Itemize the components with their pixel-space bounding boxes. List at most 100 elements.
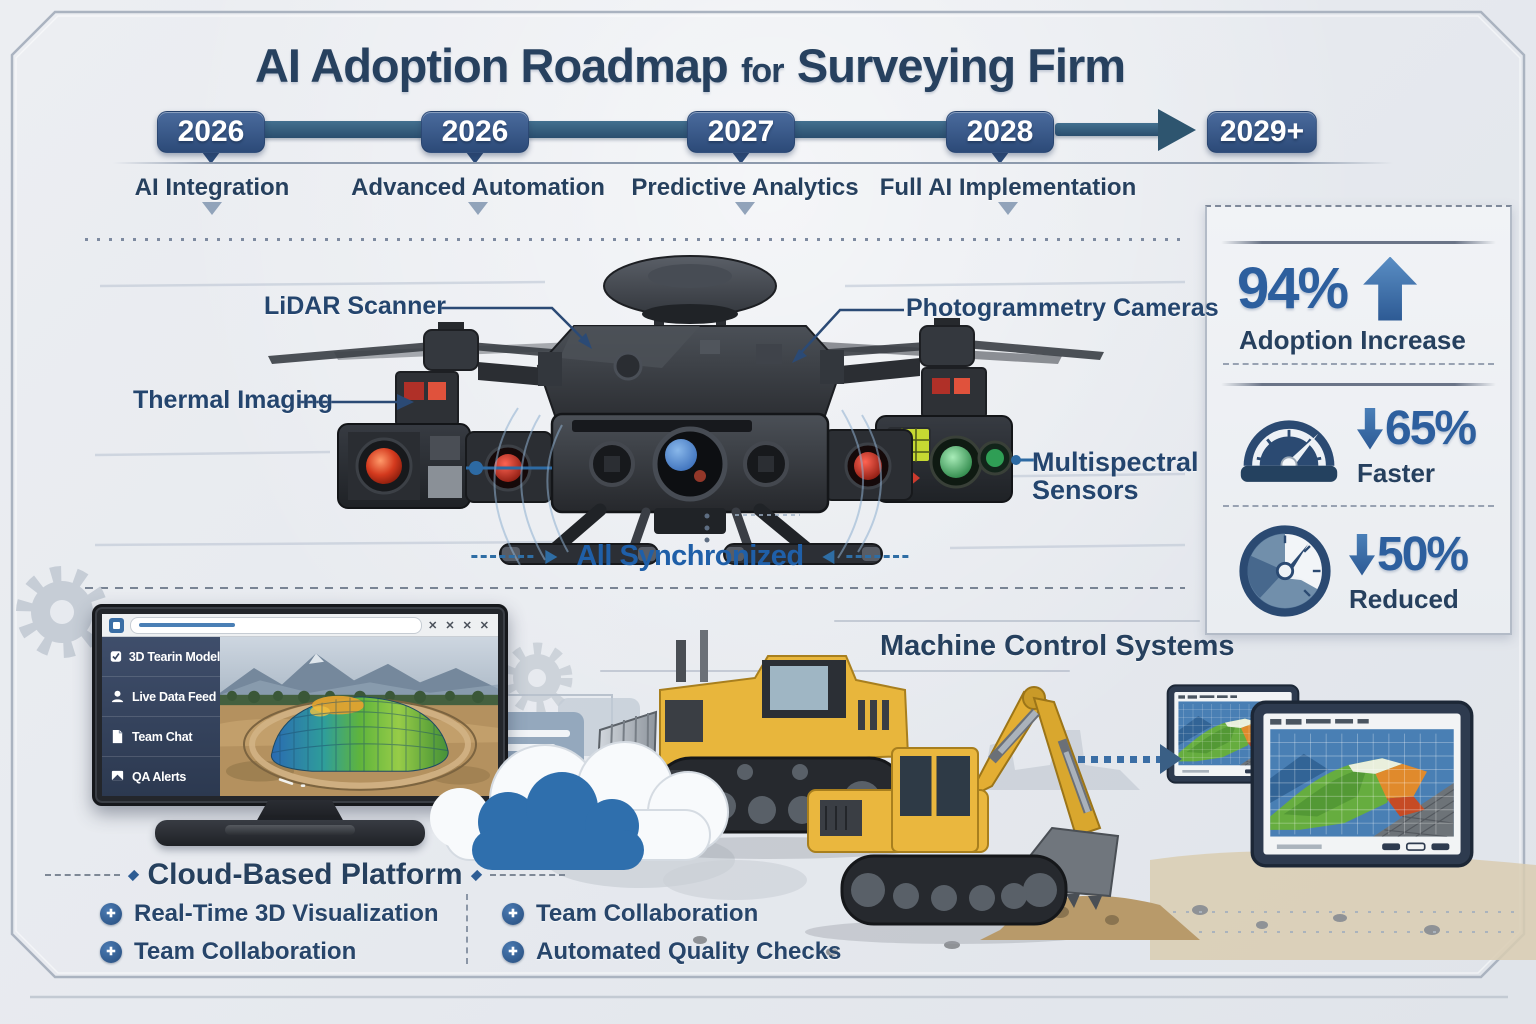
window-close-icon: ✕ — [479, 619, 489, 632]
cloud-platform-label: Cloud-Based Platform — [147, 858, 463, 891]
plus-bullet-icon — [502, 903, 524, 925]
desktop-monitor: ✕ ✕ ✕ ✕ 3D Tearin Model — [92, 604, 508, 806]
badge-pointer — [466, 152, 484, 173]
plus-bullet-icon — [100, 903, 122, 925]
terrain-3d-view — [220, 637, 498, 796]
sidebar-item-label: QA Alerts — [132, 769, 187, 784]
sidebar-item-terrain-model: 3D Tearin Model — [102, 637, 220, 677]
caption-dash-left — [45, 874, 121, 876]
feature-label: Team Collaboration — [536, 900, 759, 927]
speed-label: Faster — [1357, 458, 1436, 488]
increase-arrow-icon — [1363, 256, 1418, 321]
section-dashed-divider-mid — [85, 587, 1185, 589]
machine-control-heading: Machine Control Systems — [880, 630, 1235, 662]
adoption-value: 94% — [1237, 256, 1349, 321]
monitor-stand-base — [155, 820, 425, 846]
cost-label: Reduced — [1349, 584, 1459, 614]
chat-bubble-icon — [492, 698, 640, 798]
timeline-bar — [211, 121, 1054, 138]
all-synchronized-row: All Synchronized — [471, 540, 909, 573]
feature-item: Real-Time 3D Visualization — [100, 900, 439, 928]
field-tablet-small — [1168, 685, 1299, 782]
label-lidar-scanner: LiDAR Scanner — [264, 292, 446, 320]
label-pointer — [468, 202, 488, 225]
timeline-badge-2029: 2029+ — [1206, 111, 1318, 153]
window-close-icon: ✕ — [445, 619, 455, 632]
decor-streak — [600, 670, 1070, 672]
label-pointer — [735, 202, 755, 225]
badge-year: 2027 — [707, 115, 775, 148]
feature-item: Team Collaboration — [502, 900, 841, 928]
stats-accent-line-2 — [1221, 383, 1496, 386]
title-connector: for — [741, 52, 784, 90]
plus-bullet-icon — [100, 941, 122, 963]
stat-cost: 50% Reduced — [1237, 523, 1500, 619]
title-main: AI Adoption Roadmap — [254, 39, 729, 92]
document-icon — [112, 729, 123, 744]
address-bar — [130, 616, 423, 634]
timeline-badge-2027: 2027 — [687, 111, 795, 153]
timeline-arrow-shaft — [1055, 123, 1161, 136]
speed-value: 65% — [1385, 402, 1477, 455]
excavator-illustration — [805, 686, 1200, 944]
page-title: AI Adoption Roadmap for Surveying Firm — [0, 38, 1380, 93]
time-gauge-icon — [1239, 525, 1331, 617]
plus-bullet-icon — [502, 941, 524, 963]
gear-icon — [16, 566, 108, 658]
adoption-label: Adoption Increase — [1239, 325, 1466, 355]
sync-dotted-arrow — [1078, 756, 1162, 763]
badge-year: 2028 — [966, 115, 1034, 148]
feature-item: Automated Quality Checks — [502, 938, 841, 966]
feature-item: Team Collaboration — [100, 938, 439, 966]
window-controls: ✕ ✕ ✕ ✕ — [428, 619, 491, 632]
decrease-arrow-icon — [1357, 407, 1383, 450]
stat-speed: 65% Faster — [1237, 401, 1500, 489]
title-suffix: Surveying Firm — [796, 39, 1126, 92]
field-tablet-large — [1252, 702, 1472, 866]
caption-dash-right — [489, 874, 565, 876]
stats-panel: 94% Adoption Increase — [1205, 205, 1512, 635]
sync-dash-left — [471, 555, 534, 558]
sidebar-item-label: 3D Tearin Model — [128, 649, 220, 664]
person-icon — [111, 690, 124, 703]
timeline-underline — [113, 162, 1393, 164]
label-pointer — [998, 202, 1018, 225]
label-pointer — [202, 202, 222, 225]
feature-column-divider — [466, 894, 468, 964]
feature-label: Automated Quality Checks — [536, 938, 842, 965]
sync-arrow-left-icon — [816, 549, 835, 564]
label-multispectral-sensors: Multispectral Sensors — [1032, 447, 1199, 506]
sidebar-item-label: Team Chat — [132, 729, 193, 744]
flag-icon — [111, 770, 124, 781]
sync-dash-right — [846, 555, 909, 558]
decor-streak — [834, 620, 1200, 622]
cloud-platform-caption: Cloud-Based Platform — [45, 858, 565, 892]
timeline-arrowhead-icon — [1158, 109, 1196, 151]
app-sidebar: 3D Tearin Model Live Data Feed — [102, 637, 220, 796]
gear-icon — [501, 642, 573, 714]
sidebar-item-label: Live Data Feed — [132, 689, 217, 704]
section-dotted-divider-top — [85, 238, 1185, 241]
badge-year: 2026 — [177, 115, 245, 148]
feature-label: Team Collaboration — [134, 938, 357, 965]
milestone-label-2: Advanced Automation — [351, 174, 605, 201]
milestone-label-3: Predictive Analytics — [631, 174, 859, 201]
feature-label: Real-Time 3D Visualization — [134, 900, 439, 927]
stats-divider-1 — [1223, 363, 1494, 365]
speedometer-icon — [1240, 420, 1338, 482]
sidebar-item-team-chat: Team Chat — [102, 717, 220, 757]
stats-accent-line — [1221, 241, 1496, 244]
window-close-icon: ✕ — [428, 619, 438, 632]
sidebar-item-live-data-feed: Live Data Feed — [102, 677, 220, 717]
check-square-icon — [110, 651, 122, 662]
badge-pointer — [202, 152, 220, 173]
sync-arrow-right-icon — [545, 549, 564, 564]
label-photogrammetry-cameras: Photogrammetry Cameras — [906, 294, 1219, 322]
window-close-icon: ✕ — [462, 619, 472, 632]
badge-year: 2026 — [441, 115, 509, 148]
stat-adoption: 94% — [1237, 255, 1500, 322]
timeline-badge-2026b: 2026 — [421, 111, 529, 153]
caption-diamond-icon — [128, 869, 140, 881]
timeline-badge-2028: 2028 — [946, 111, 1054, 153]
